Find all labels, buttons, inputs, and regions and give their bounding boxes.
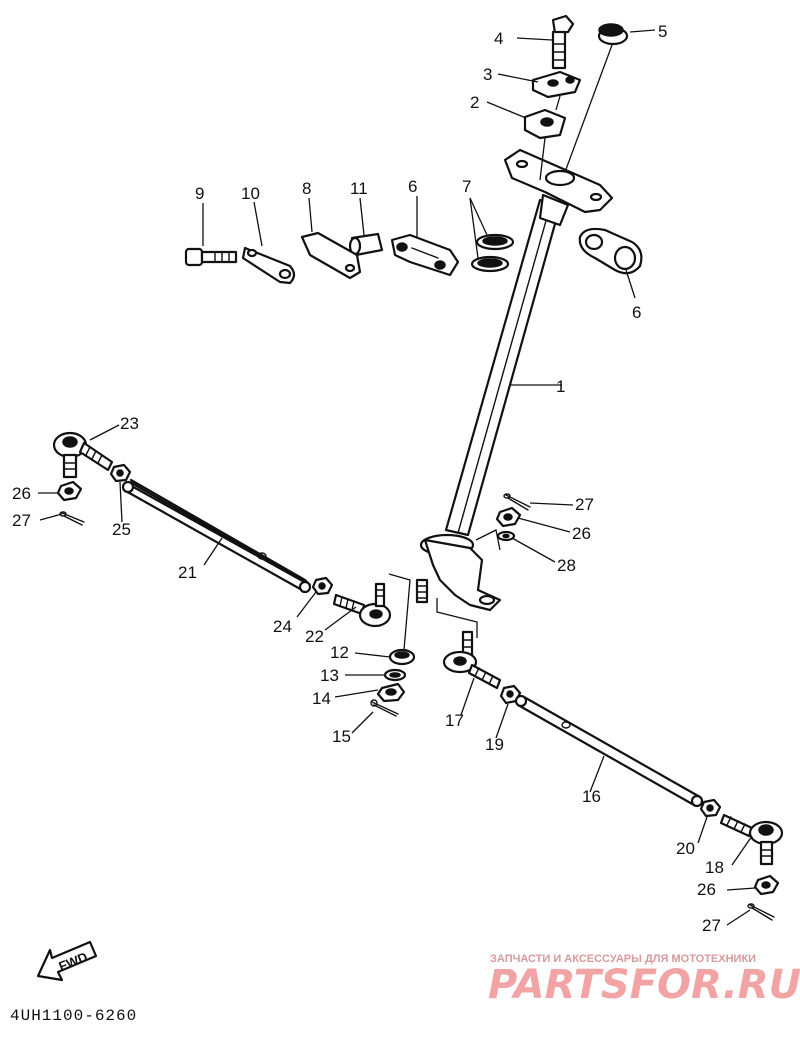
part-tie-rod-16 xyxy=(514,694,704,808)
part-holder-6-right xyxy=(578,227,643,275)
callout-16: 16 xyxy=(582,787,601,806)
callout-14: 14 xyxy=(312,689,331,708)
callout-12: 12 xyxy=(330,643,349,662)
callout-22: 22 xyxy=(305,627,324,646)
part-cotter-pin-27-right xyxy=(747,903,775,921)
callout-numbers: 1 2 3 4 5 6 6 7 8 9 10 11 12 13 14 15 16… xyxy=(12,22,724,935)
part-collar-11 xyxy=(348,232,384,257)
callout-10: 10 xyxy=(241,184,260,203)
part-tie-rod-end-17 xyxy=(442,630,502,690)
callout-8: 8 xyxy=(302,179,311,198)
callout-5: 5 xyxy=(658,22,667,41)
part-cotter-pin-15 xyxy=(370,699,399,717)
part-bolt-4 xyxy=(551,14,575,70)
callout-17: 17 xyxy=(445,711,464,730)
part-plate-8 xyxy=(300,231,362,280)
callout-24: 24 xyxy=(273,617,292,636)
part-upper-holder-3 xyxy=(531,70,582,99)
diagram-code: 4UH1100-6260 xyxy=(10,1007,137,1025)
part-upper-holder-2 xyxy=(523,108,567,140)
callout-23: 23 xyxy=(120,414,139,433)
part-nut-20 xyxy=(699,798,722,818)
callout-21: 21 xyxy=(178,563,197,582)
callout-28: 28 xyxy=(557,556,576,575)
fwd-arrow-icon: FWD xyxy=(36,940,98,982)
part-nut-25 xyxy=(109,463,132,483)
callout-18: 18 xyxy=(705,858,724,877)
part-washer-28 xyxy=(496,530,516,542)
part-bolt-9 xyxy=(184,247,238,267)
part-nut-26-left xyxy=(56,480,83,502)
part-nut-26-upper xyxy=(495,506,522,528)
watermark: ЗАПЧАСТИ И АКСЕССУАРЫ ДЛЯ МОТОТЕХНИКИ PA… xyxy=(488,953,800,1008)
callout-4: 4 xyxy=(494,29,503,48)
part-lock-washer-10 xyxy=(241,246,296,285)
watermark-tagline: ЗАПЧАСТИ И АКСЕССУАРЫ ДЛЯ МОТОТЕХНИКИ xyxy=(490,953,756,965)
callout-26-right: 26 xyxy=(697,880,716,899)
part-nut-26-right xyxy=(753,874,780,896)
callout-1: 1 xyxy=(556,377,565,396)
callout-26-center: 26 xyxy=(572,524,591,543)
part-holder-6-left xyxy=(390,233,460,277)
callout-27-center: 27 xyxy=(575,495,594,514)
callout-20: 20 xyxy=(676,839,695,858)
callout-9: 9 xyxy=(195,184,204,203)
part-tie-rod-end-23 xyxy=(52,431,114,479)
part-nut-14 xyxy=(376,682,406,703)
part-cotter-pin-27-left xyxy=(59,511,85,526)
callout-7: 7 xyxy=(462,177,471,196)
part-cotter-pin-27-upper xyxy=(503,493,531,511)
part-bushing-12 xyxy=(388,648,416,666)
part-bushings-7 xyxy=(470,233,515,273)
callout-27-right: 27 xyxy=(702,916,721,935)
callout-6-right: 6 xyxy=(632,303,641,322)
callout-27-left: 27 xyxy=(12,511,31,530)
part-tie-rod-end-18 xyxy=(719,813,784,866)
callout-11: 11 xyxy=(350,179,368,198)
watermark-brand: PARTSFOR.RU xyxy=(488,962,800,1008)
callout-15: 15 xyxy=(332,727,351,746)
callout-19: 19 xyxy=(485,735,504,754)
part-tie-rod-end-22 xyxy=(332,582,392,628)
part-nut-24 xyxy=(311,576,334,596)
callout-2: 2 xyxy=(470,93,479,112)
part-washer-13 xyxy=(383,668,407,682)
part-steering-shaft xyxy=(415,148,614,612)
assembly-guides xyxy=(388,95,561,651)
callout-leaders xyxy=(38,29,756,926)
callout-13: 13 xyxy=(320,666,339,685)
part-tie-rod-21 xyxy=(121,478,312,594)
part-cap-5 xyxy=(597,23,629,46)
callout-3: 3 xyxy=(483,65,492,84)
callout-6-left: 6 xyxy=(408,177,417,196)
callout-25: 25 xyxy=(112,520,131,539)
callout-26-left: 26 xyxy=(12,484,31,503)
